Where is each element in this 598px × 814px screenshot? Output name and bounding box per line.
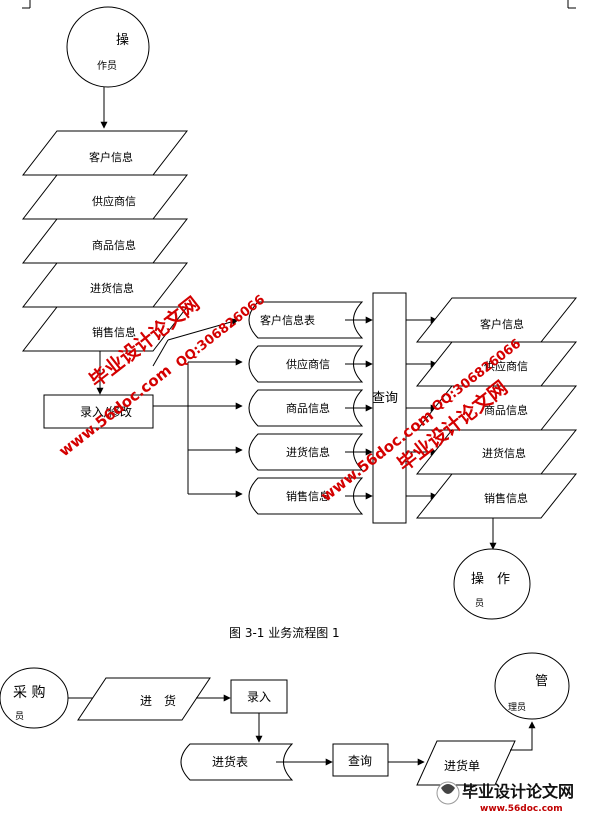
entry-branch-line [153,362,189,494]
site-logo: 毕业设计论文网 www.56doc.com [436,781,574,814]
figure-caption: 图 3-1 业务流程图 1 [229,625,340,640]
operator-end-label-1: 操 作 [471,571,510,587]
diagram-2: 采 购 员 进 货 录入 进货表 查询 进货单 管 理员 [0,652,570,786]
table-label: 销售信息 [286,489,330,503]
output-sales-info [415,473,578,519]
query-label: 查询 [372,391,398,406]
table-label: 供应商信 [286,357,330,371]
purchaser-label-2: 员 [15,711,24,722]
table-purchase [248,433,364,471]
query-label-2: 查询 [348,754,372,768]
input-label: 进货信息 [90,281,134,295]
connector-sales-to-table [152,339,169,367]
operator-start-label-2: 作员 [97,60,117,72]
input-sales-info [21,306,189,352]
arrow-receipt-to-manager [510,721,536,751]
receipt-output [416,740,516,786]
table-supplier [248,345,364,383]
output-label: 客户信息 [480,317,524,331]
purchase-table-label: 进货表 [212,754,248,769]
table-customer [248,301,364,339]
input-label: 供应商信 [92,194,136,208]
operator-start-label-1: 操 [116,32,129,48]
manager-label-2: 理员 [508,702,526,713]
entry-modify-label: 录入/修改 [80,404,132,419]
output-label: 供应商信 [484,359,528,373]
output-label: 进货信息 [482,446,526,460]
table-label: 商品信息 [286,401,330,415]
corner-mark-left [22,0,31,9]
table-label: 客户信息表 [260,313,315,327]
table-sales [248,477,364,515]
manager-node [494,652,570,720]
purchase-label: 进 货 [140,693,176,708]
output-label: 商品信息 [484,403,528,417]
diagram-1: 操 作员 客户信息 供应商信 商品信息 进货信息 销售信息 录入/修改 客户信息… [21,6,578,640]
logo-title: 毕业设计论文网 [462,782,574,801]
arrow-to-table-customer [167,318,239,341]
receipt-label: 进货单 [444,758,480,773]
logo-mark-shape [441,784,455,794]
input-label: 销售信息 [92,325,136,339]
logo-site: www.56doc.com [480,804,563,814]
table-product [248,389,364,427]
query-box-2 [332,743,389,777]
purchase-input [77,677,211,721]
operator-start-node [66,6,150,88]
operator-end-node [453,548,531,620]
input-label: 商品信息 [92,238,136,252]
output-label: 销售信息 [484,491,528,505]
entry-label: 录入 [247,690,271,704]
purchase-table [180,743,294,781]
corner-mark-right [567,0,576,9]
manager-label-1: 管 [535,674,548,689]
entry-box [230,679,288,714]
input-label: 客户信息 [89,150,133,164]
purchaser-label-1: 采 购 [13,685,45,701]
operator-end-label-2: 员 [475,598,484,609]
entry-modify-box [43,394,154,429]
table-label: 进货信息 [286,445,330,459]
query-box [372,292,407,524]
